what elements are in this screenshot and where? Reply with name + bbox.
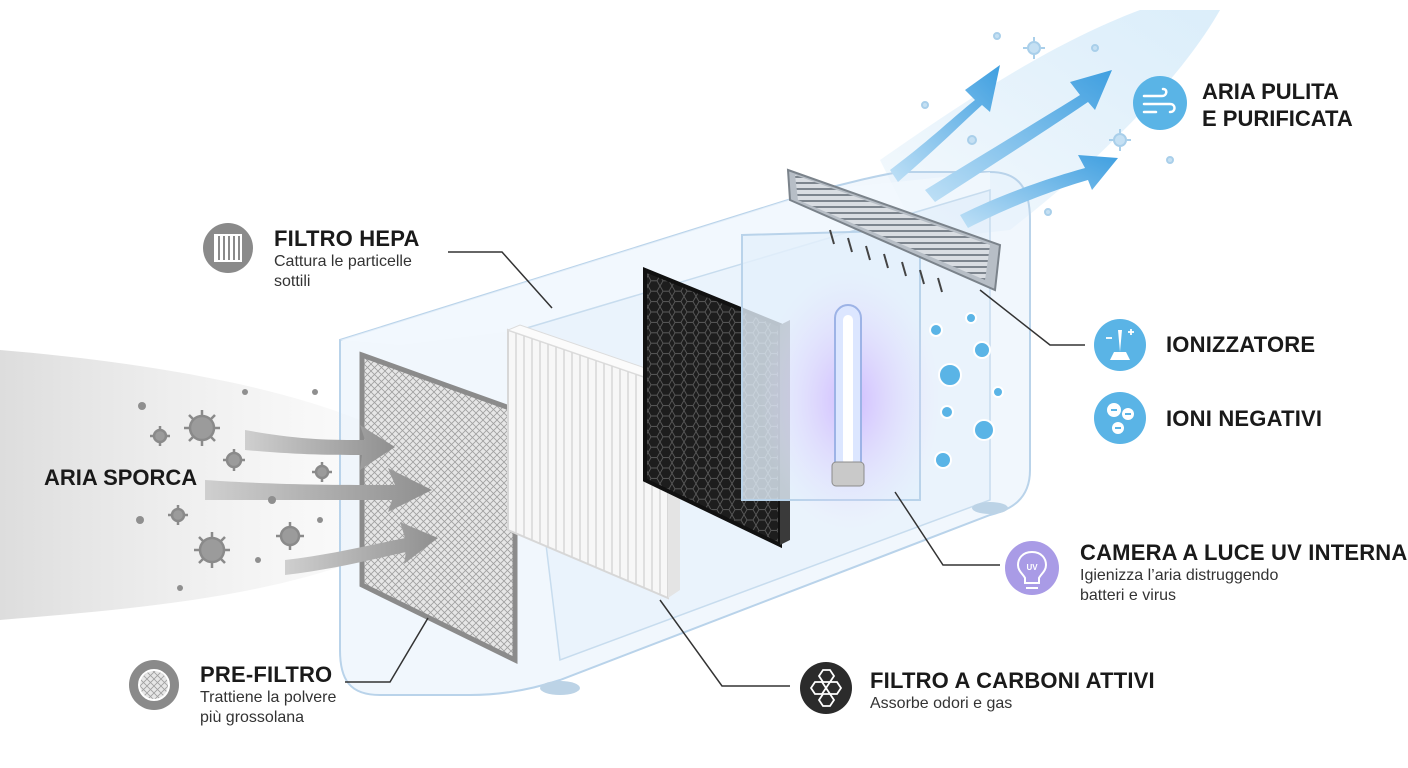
prefilter-label: PRE-FILTRO Trattiene la polvere più gros… bbox=[200, 662, 336, 728]
hepa-desc-line2: sottili bbox=[274, 273, 311, 290]
ionizer-title: IONIZZATORE bbox=[1166, 332, 1316, 357]
virus-particles bbox=[150, 410, 332, 568]
uv-desc-line1: Igienizza l’aria distruggendo bbox=[1080, 567, 1279, 584]
uv-title: CAMERA A LUCE UV INTERNA bbox=[1080, 540, 1408, 565]
carbon-desc: Assorbe odori e gas bbox=[870, 695, 1013, 712]
uv-bulb-icon: UV bbox=[1005, 541, 1059, 595]
clean-air-label-line1: ARIA PULITA bbox=[1202, 79, 1339, 104]
leader-lines bbox=[345, 251, 1085, 687]
clean-air-label: ARIA PULITA E PURIFICATA bbox=[1202, 78, 1353, 132]
dirty-air-stream bbox=[0, 350, 360, 620]
hepa-filter-icon bbox=[203, 223, 253, 273]
dust-particles bbox=[136, 389, 323, 591]
ions-title: IONI NEGATIVI bbox=[1166, 406, 1323, 431]
mesh-filter-icon bbox=[129, 660, 179, 710]
outlet-grille bbox=[786, 168, 1002, 293]
carbon-title: FILTRO A CARBONI ATTIVI bbox=[870, 668, 1155, 693]
clean-air-particles bbox=[921, 32, 1174, 216]
prefilter-desc-line1: Trattiene la polvere bbox=[200, 689, 337, 706]
negative-ions-icon bbox=[1094, 392, 1146, 444]
prefilter-desc-line2: più grossolana bbox=[200, 709, 305, 726]
carbon-label: FILTRO A CARBONI ATTIVI Assorbe odori e … bbox=[870, 668, 1155, 714]
uv-desc-line2: batteri e virus bbox=[1080, 587, 1177, 604]
clean-air-arrows bbox=[890, 65, 1118, 228]
ionizer-needle-icon bbox=[1094, 319, 1146, 371]
hepa-title: FILTRO HEPA bbox=[274, 226, 420, 251]
uv-label: CAMERA A LUCE UV INTERNA Igienizza l’ari… bbox=[1080, 540, 1407, 606]
dirty-air-label: ARIA SPORCA bbox=[44, 465, 198, 490]
hexagon-carbon-icon bbox=[800, 662, 852, 714]
negative-ions-cluster bbox=[929, 312, 1004, 469]
wind-icon bbox=[1133, 76, 1187, 130]
uv-icon-label: UV bbox=[1026, 563, 1038, 572]
uv-chamber bbox=[741, 228, 940, 530]
prefilter-title: PRE-FILTRO bbox=[200, 662, 333, 687]
pre-filter-panel bbox=[359, 351, 518, 665]
dirty-air-arrows bbox=[205, 425, 438, 575]
clean-air-label-line2: E PURIFICATA bbox=[1202, 106, 1353, 131]
hepa-desc-line1: Cattura le particelle bbox=[274, 253, 412, 270]
hepa-label: FILTRO HEPA Cattura le particelle sottil… bbox=[274, 226, 420, 292]
